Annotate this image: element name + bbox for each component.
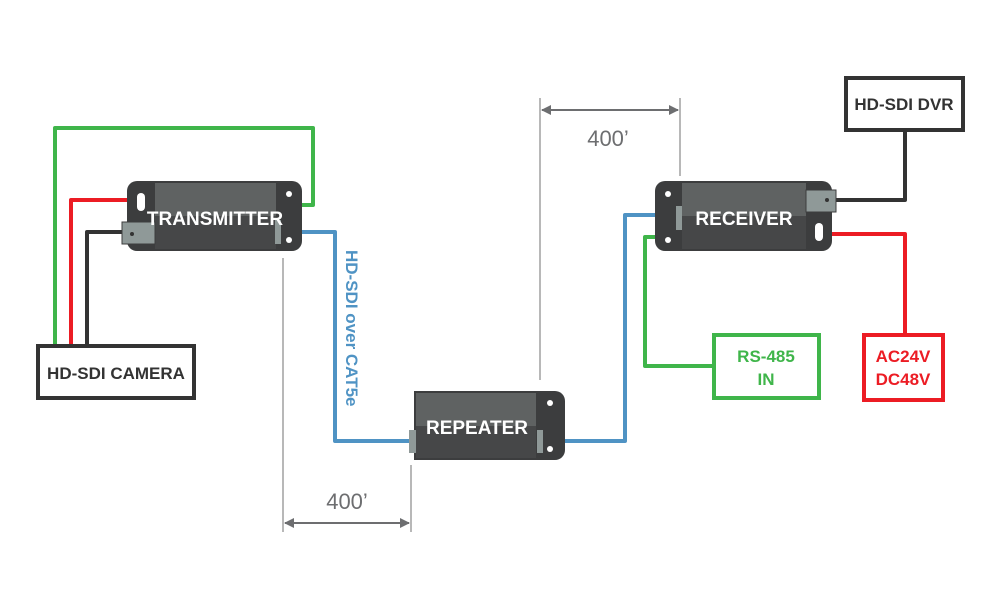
black-wire-dvr (836, 130, 907, 202)
dvr-label: HD-SDI DVR (854, 95, 953, 114)
cable-label: HD-SDI over CAT5e (342, 250, 361, 407)
camera-box: HD-SDI CAMERA (36, 344, 196, 400)
rs485-label-line1: RS-485 (737, 347, 795, 366)
power-label-line2: DC48V (876, 370, 931, 389)
transmitter-label: TRANSMITTER (147, 209, 283, 230)
receiver-device[interactable]: RECEIVER (655, 181, 837, 251)
power-box: AC24V DC48V (862, 333, 945, 402)
dvr-box: HD-SDI DVR (844, 76, 965, 132)
blue-wire-rep-rx (543, 213, 678, 443)
rs485-box: RS-485 IN (712, 333, 821, 400)
distance-label-top: 400’ (587, 126, 629, 151)
black-wire-camera (85, 230, 124, 346)
repeater-label: REPEATER (426, 418, 528, 439)
green-wire-rs485 (643, 235, 713, 368)
dimension-bottom (282, 258, 412, 532)
camera-label: HD-SDI CAMERA (47, 364, 185, 383)
rs485-label-line2: IN (758, 370, 775, 389)
red-wire-power (806, 232, 907, 335)
distance-label-bottom: 400’ (326, 489, 368, 514)
receiver-label: RECEIVER (695, 209, 792, 230)
repeater-device[interactable]: REPEATER (409, 391, 565, 460)
blue-wire-tx-rep (280, 230, 410, 443)
transmitter-device[interactable]: TRANSMITTER (121, 181, 302, 251)
dimension-top (539, 98, 681, 380)
power-label-line1: AC24V (876, 347, 931, 366)
